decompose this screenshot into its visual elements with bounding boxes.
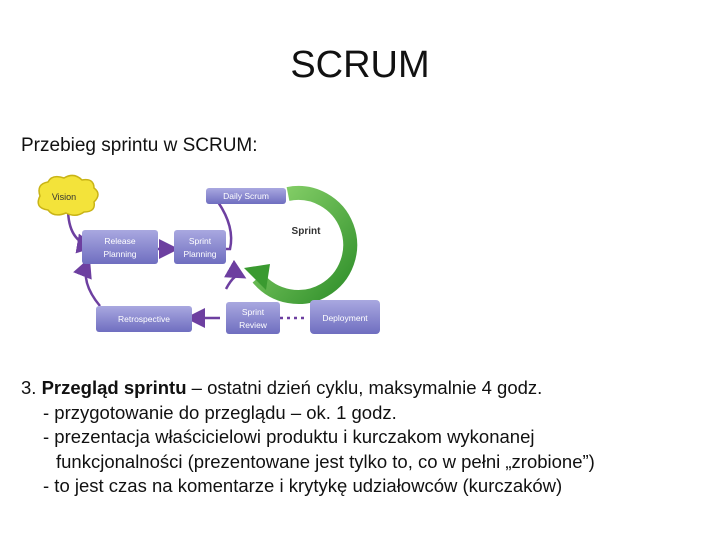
- retrospective-box: Retrospective: [96, 306, 192, 332]
- daily-scrum-label: Daily Scrum: [223, 191, 269, 201]
- sprint-planning-box: Sprint Planning: [174, 230, 226, 264]
- point-number: 3.: [21, 377, 37, 398]
- release-planning-box: Release Planning: [82, 230, 158, 264]
- vision-label: Vision: [52, 192, 76, 202]
- point-3-text: 3. Przegląd sprintu – ostatni dzień cykl…: [21, 376, 595, 499]
- point-heading: Przegląd sprintu: [41, 377, 187, 398]
- release-planning-label-1: Release: [104, 236, 135, 246]
- slide-subtitle: Przebieg sprintu w SCRUM:: [21, 135, 258, 156]
- deployment-box: Deployment: [310, 300, 380, 334]
- sprint-label: Sprint: [292, 226, 322, 237]
- point-3-line-3: - prezentacja właścicielowi produktu i k…: [43, 426, 535, 447]
- sprint-review-box: Sprint Review: [226, 302, 280, 334]
- point-3-line-5: - to jest czas na komentarze i krytykę u…: [43, 475, 563, 496]
- vision-cloud: Vision: [37, 174, 99, 216]
- sprint-planning-label-1: Sprint: [189, 236, 212, 246]
- release-planning-label-2: Planning: [103, 249, 136, 259]
- point-3-line-4: funkcjonalności (prezentowane jest tylko…: [56, 450, 595, 472]
- point-3-line-2: - przygotowanie do przeglądu – ok. 1 god…: [43, 401, 397, 423]
- point-3-line-1: 3. Przegląd sprintu – ostatni dzień cykl…: [21, 376, 595, 401]
- sprint-review-label-1: Sprint: [242, 307, 265, 317]
- retrospective-label: Retrospective: [118, 314, 170, 324]
- sprint-planning-label-2: Planning: [183, 249, 216, 259]
- point-rest: – ostatni dzień cyklu, maksymalnie 4 god…: [186, 377, 543, 398]
- daily-scrum-box: Daily Scrum: [206, 188, 286, 204]
- sprint-review-label-2: Review: [239, 320, 268, 330]
- slide-title: SCRUM: [290, 44, 430, 86]
- sprint-cycle-arrow: [244, 186, 358, 304]
- scrum-process-diagram: Vision Daily Scrum Sprint Release Planni…: [37, 174, 380, 334]
- deployment-label: Deployment: [322, 313, 368, 323]
